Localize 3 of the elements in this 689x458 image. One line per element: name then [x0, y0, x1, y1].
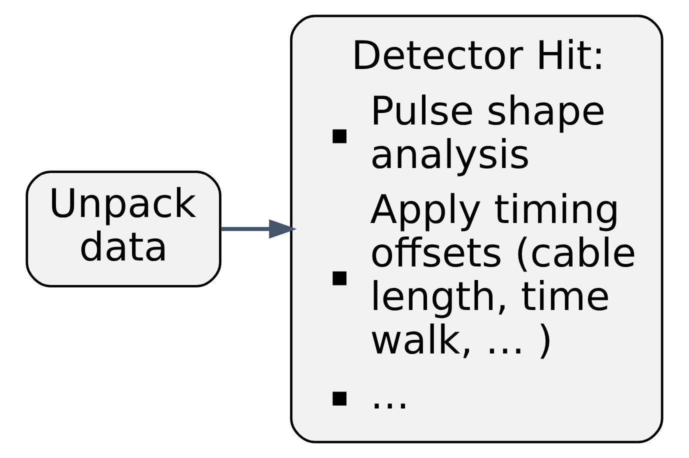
node-box: Detector Hit: Pulse shape analysis Apply timing offsets (cable length, time walk, … ) … — [290, 14, 664, 444]
arrow — [220, 219, 297, 239]
node-box: Unpack data — [26, 170, 222, 288]
